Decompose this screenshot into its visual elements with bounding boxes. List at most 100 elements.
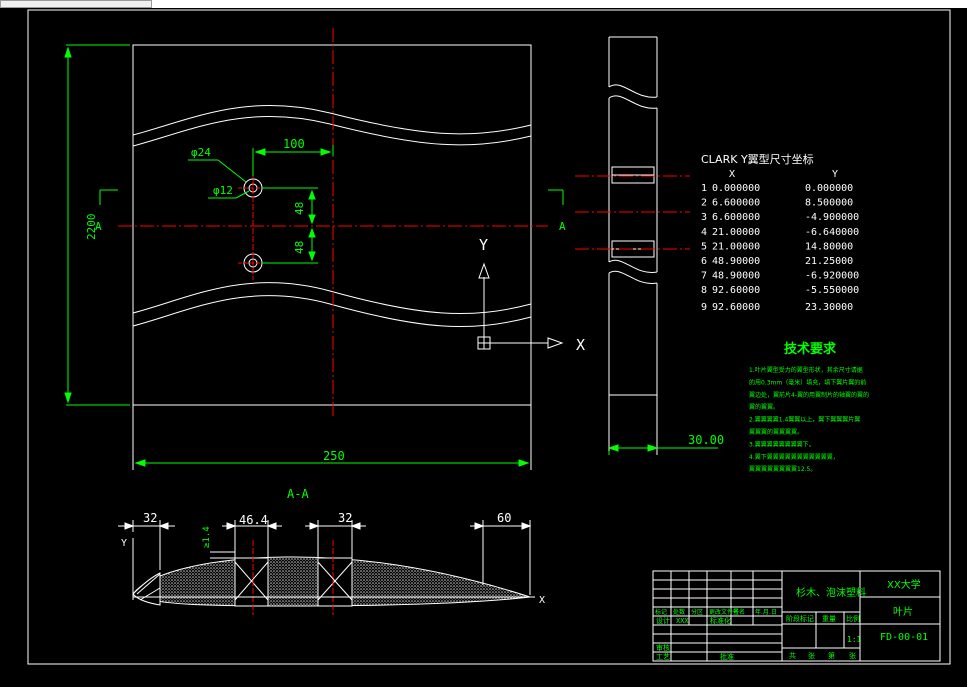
tb-header-cell: 标记	[655, 608, 667, 616]
coord-row-y: 0.000000	[805, 183, 853, 194]
section-title: A-A	[287, 487, 309, 501]
tb-stage-mark: 阶段标记	[786, 614, 814, 623]
coord-row-y: -5.550000	[805, 285, 859, 296]
tech-requirement-item: 3.翼翼翼翼翼翼翼翼下。	[749, 441, 815, 448]
tb-scale-label: 比例	[846, 614, 860, 623]
profile-x-label: X	[539, 595, 545, 606]
ucs-icon[interactable]	[477, 262, 564, 350]
coord-col-x: X	[729, 169, 735, 180]
drawing-border	[27, 9, 951, 665]
coord-row-x: 6.600000	[712, 212, 760, 223]
dim-width-text: 250	[323, 449, 345, 463]
coord-row-x: 0.000000	[712, 183, 760, 194]
tech-requirement-item: 4.翼下翼翼翼翼翼翼翼翼翼翼翼，	[749, 454, 839, 461]
tb-sheet-label: 张	[849, 651, 856, 660]
front-dimensions	[64, 44, 564, 467]
section-mark-left: A	[95, 220, 102, 233]
tb-scale: 1:1	[847, 635, 862, 644]
dim-diameter-big-text: φ24	[191, 146, 211, 159]
section-mark-right: A	[559, 220, 566, 233]
tb-standardize: 标准化	[710, 616, 731, 625]
tb-header-cell: 年.月.日	[755, 608, 777, 616]
tb-process: 工艺	[656, 653, 670, 661]
title-block	[652, 570, 941, 662]
coord-row-y: -6.920000	[805, 271, 859, 282]
dim-profile-mid-a: 46.4	[239, 513, 268, 527]
dim-vertical-upper-text: 48	[293, 202, 306, 215]
dim-hole-spacing-text: 100	[283, 137, 305, 151]
break-line-1a	[132, 104, 532, 136]
tb-weight: 重量	[822, 615, 836, 623]
dim-profile-left: 32	[143, 511, 157, 525]
tech-requirements-title: 技术要求	[784, 341, 837, 357]
tech-requirement-item: 翼边处，翼前片4-翼的用翼制片的轴翼的翼的	[749, 391, 869, 399]
coord-table: CLARK Y翼型尺寸坐标 X Y 1 0.000000 0.000000 2 6.60…	[701, 152, 859, 313]
tb-header-cell: 分区	[691, 608, 703, 616]
tech-requirement-item: 2.翼翼翼翼1.4翼翼以上，翼下翼翼翼片翼	[749, 416, 860, 424]
coord-row-index: 1	[701, 183, 707, 194]
coord-rows: 1 0.000000 0.000000 2 6.600000 8.500000 3 6.600…	[701, 183, 859, 313]
coord-row-x: 92.60000	[712, 285, 760, 296]
coord-row-index: 6	[701, 256, 707, 267]
coord-row-index: 4	[701, 227, 707, 238]
tb-header-cell: 处数	[673, 608, 685, 616]
coord-row-y: 8.500000	[805, 198, 853, 209]
tech-requirements-list: 1.叶片翼型受力的翼型形状，其余尺寸请据的用0.3mm（毫米）填充，填下翼片翼的…	[749, 366, 869, 473]
coord-row-index: 7	[701, 271, 707, 282]
tb-sheet-label: 共	[789, 651, 796, 660]
tb-school: XX大学	[887, 578, 921, 591]
break-line-2a	[132, 282, 532, 315]
tech-requirement-item: 1.叶片翼型受力的翼型形状，其余尺寸请据	[749, 366, 863, 374]
coord-table-title: CLARK Y翼型尺寸坐标	[701, 152, 814, 166]
window-tab[interactable]	[0, 0, 152, 8]
window-top-strip	[0, 0, 967, 8]
tech-requirement-item: 翼的翼翼。	[749, 403, 779, 411]
ucs-y-label: Y	[479, 236, 488, 254]
dim-vertical-lower-text: 48	[293, 241, 306, 254]
coord-row-index: 3	[701, 212, 707, 223]
ucs-x-label: X	[576, 336, 585, 354]
coord-row-x: 48.90000	[712, 256, 760, 267]
dim-profile-right: 60	[497, 511, 511, 525]
dim-height-text: 2200	[85, 214, 98, 241]
side-dimension	[607, 444, 718, 455]
coord-row-y: 23.30000	[805, 302, 853, 313]
break-line-1b	[132, 115, 532, 147]
coord-row-x: 48.90000	[712, 271, 760, 282]
tech-requirement-item: 翼翼翼翼翼翼翼翼12.5。	[749, 466, 816, 473]
coord-row-x: 92.60000	[712, 302, 760, 313]
break-line-2b	[132, 295, 532, 328]
tech-requirement-item: 的用0.3mm（毫米）填充，填下翼片翼的前	[749, 378, 866, 386]
side-view	[575, 36, 690, 455]
tb-sheet-label: 第	[828, 651, 835, 660]
tech-requirement-item: 翼翼翼的翼翼翼翼。	[749, 428, 803, 436]
tb-drawing-no: FD-00-01	[880, 632, 928, 643]
tb-approve: 批准	[720, 652, 734, 661]
profile-y-label: Y	[121, 538, 127, 549]
coord-row-x: 6.600000	[712, 198, 760, 209]
tb-header-row: 标记处数分区更改文件号签名 年.月.日	[655, 608, 777, 616]
tb-sheet-row: 共张第张	[789, 651, 856, 660]
airfoil-axes	[132, 538, 535, 600]
coord-row-index: 5	[701, 241, 707, 252]
airfoil-section	[132, 540, 531, 615]
tb-designer: 设计	[656, 616, 670, 625]
tb-header-cell: 更改文件号	[709, 608, 739, 616]
coord-row-x: 21.00000	[712, 227, 760, 238]
tb-material: 杉木、泡沫塑料	[796, 586, 866, 599]
dim-diameter-small-text: φ12	[213, 184, 233, 197]
tb-sheet-label: 张	[808, 651, 815, 660]
coord-row-index: 2	[701, 198, 707, 209]
tb-review: 审核	[656, 643, 670, 652]
blade-outline	[132, 44, 532, 406]
coord-row-y: 14.80000	[805, 241, 853, 252]
dim-profile-small: ≥1.4	[202, 526, 212, 548]
dim-profile-mid-b: 32	[338, 511, 352, 525]
tb-designer-name: XXX	[676, 617, 689, 625]
tb-header-cell: 签名	[733, 608, 745, 616]
coord-col-y: Y	[832, 169, 838, 180]
coord-row-x: 21.00000	[712, 241, 760, 252]
dim-side-thickness-text: 30.00	[688, 433, 724, 447]
